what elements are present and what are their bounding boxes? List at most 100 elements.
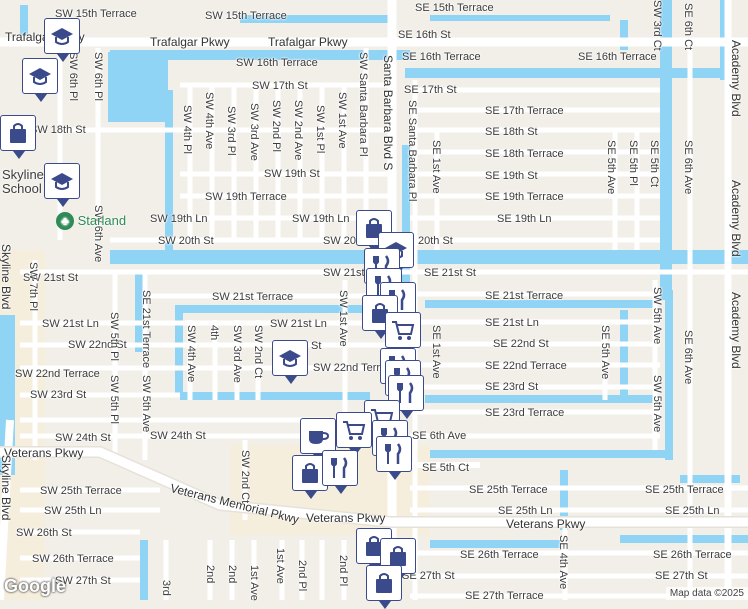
road-label-academy-blvd: Academy Blvd [729,40,743,117]
map-marker[interactable] [385,312,421,356]
map-marker[interactable] [388,375,424,419]
shopping-bag-icon [302,463,318,483]
street-label: St [311,340,322,352]
street-label: SE 15th Terrace [415,2,494,14]
map-marker[interactable] [300,418,336,462]
street-label: SE 25th Terrace [469,484,548,496]
street-label: SW 2nd Ct [239,450,251,504]
street-label: SW 4th Pl [181,105,193,154]
street-label: SE 21st St [424,267,476,279]
street-label: SW 3rd Pl [225,106,237,156]
street-label: SW 27th St [55,575,111,587]
street-label: SE 5th Ct [648,140,660,188]
street-label: SW 4th Ave [185,325,197,383]
street-label: SW 16th Terrace [236,57,318,69]
street-label: SW 22nd Terrace [313,362,398,374]
street-label: SW 26th St [16,527,72,539]
map-marker[interactable] [376,436,412,480]
poi-skyline-school[interactable]: Skyline School [2,167,44,196]
shopping-cart-icon [392,321,415,340]
poi-label-starland: Starland [77,213,127,228]
street-label: 2nd Pl [296,560,308,592]
street-label: SW 22nd St [68,339,127,351]
street-label: SW 5th Pl [108,312,120,361]
google-logo: Google [4,576,66,596]
street-label: SW 21st St [23,272,79,284]
street-label: SE 17th St [404,84,457,96]
street-label: SE 25th Ln [498,505,553,517]
school-icon [279,350,301,367]
road-label-veterans-pkwy-1: Veterans Pkwy [306,511,386,525]
street-label: SE 16th St [398,29,451,41]
street-label: SW 19th Terrace [205,191,287,203]
street-label: SW 5th Ave [651,287,663,345]
map-marker[interactable] [336,412,372,456]
road-label-santa-barbara-blvd: Santa Barbara Blvd S [381,55,395,171]
street-label: SE 16th Terrace [578,51,657,63]
map-attribution[interactable]: Map data ©2025 [665,587,748,600]
street-label: SW 4th Ave [203,92,215,150]
street-label: SE 17th Terrace [485,105,564,117]
street-label: SE 19th Ln [497,213,552,225]
street-label: SE 26th Terrace [460,549,539,561]
street-label: SW 2nd Ct [252,325,264,379]
street-label: SE 1st Ave [430,325,442,379]
poi-starland[interactable]: ♣ Starland [56,212,126,230]
street-label: 2nd Pl [337,555,349,587]
road-label-veterans-pkwy-2: Veterans Pkwy [506,517,586,531]
street-label: SW 1st Ave [337,290,349,347]
street-label: SE 18th St [485,126,538,138]
restaurant-icon [331,457,348,478]
street-label: SW 25th Ln [44,505,102,517]
park-icon: ♣ [56,212,74,230]
shopping-bag-icon [376,573,392,593]
street-label: SW 15th Terrace [205,10,287,22]
street-label: SE 18th Terrace [485,148,564,160]
map-marker[interactable] [322,450,358,494]
shopping-bag-icon [372,303,388,323]
street-label: SW 22nd Terrace [15,368,100,380]
map-marker[interactable] [272,340,308,384]
street-label: SW 21st Ln [270,318,327,330]
street-label: SE 5th Ct [422,462,470,474]
street-label: SE 26th Terrace [653,549,732,561]
street-label: SW 3rd Ave [248,103,260,161]
street-label: SE 25th Terrace [645,484,724,496]
street-label: SW 5th Pl [108,375,120,424]
road-label-skyline-blvd: Skyline Blvd [0,244,13,310]
street-label: SW 3rd Ct [651,0,663,51]
map-marker[interactable] [44,18,80,62]
map-marker[interactable] [366,565,402,609]
street-label: SE 6th Ct [682,3,694,51]
street-label: SE 22nd Terrace [485,360,567,372]
street-label: 3rd [160,580,172,596]
street-label: SW 26th Terrace [32,553,114,565]
street-label: SE 6th Ave [682,140,694,195]
map-marker[interactable] [22,58,58,102]
street-label: SE 16th Terrace [402,51,481,63]
street-label: SE 19th St [485,170,538,182]
street-label: 20th St [418,235,453,247]
street-label: SW 2nd Ave [292,100,304,161]
street-label: SW 3rd Ave [231,325,243,383]
street-label: SE 23rd St [485,381,539,393]
street-label: 2nd [226,565,238,584]
street-label: SW Santa Barbara Pl [357,52,369,157]
street-label: SE 22nd St [493,338,549,350]
street-label: SW 20th St [158,235,214,247]
street-label: SW 24th St [55,432,111,444]
map-marker[interactable] [0,115,36,159]
shopping-bag-icon [366,536,382,556]
map-marker[interactable] [44,163,80,207]
street-label: SW 15th Terrace [55,8,137,20]
street-label: SW 19th Ln [292,213,350,225]
shopping-bag-icon [390,546,406,566]
street-label: SW 25th Terrace [40,485,122,497]
road-label-veterans-pkwy-left: Veterans Pkwy [4,446,84,460]
street-label: SW 17th St [252,80,308,92]
street-label: SE 23rd Terrace [485,407,565,419]
street-label: SE 6th Ave [682,330,694,385]
school-icon [29,68,51,85]
street-label: SE Santa Barbara Pl [406,100,418,202]
street-label: SE 19th Terrace [485,191,564,203]
